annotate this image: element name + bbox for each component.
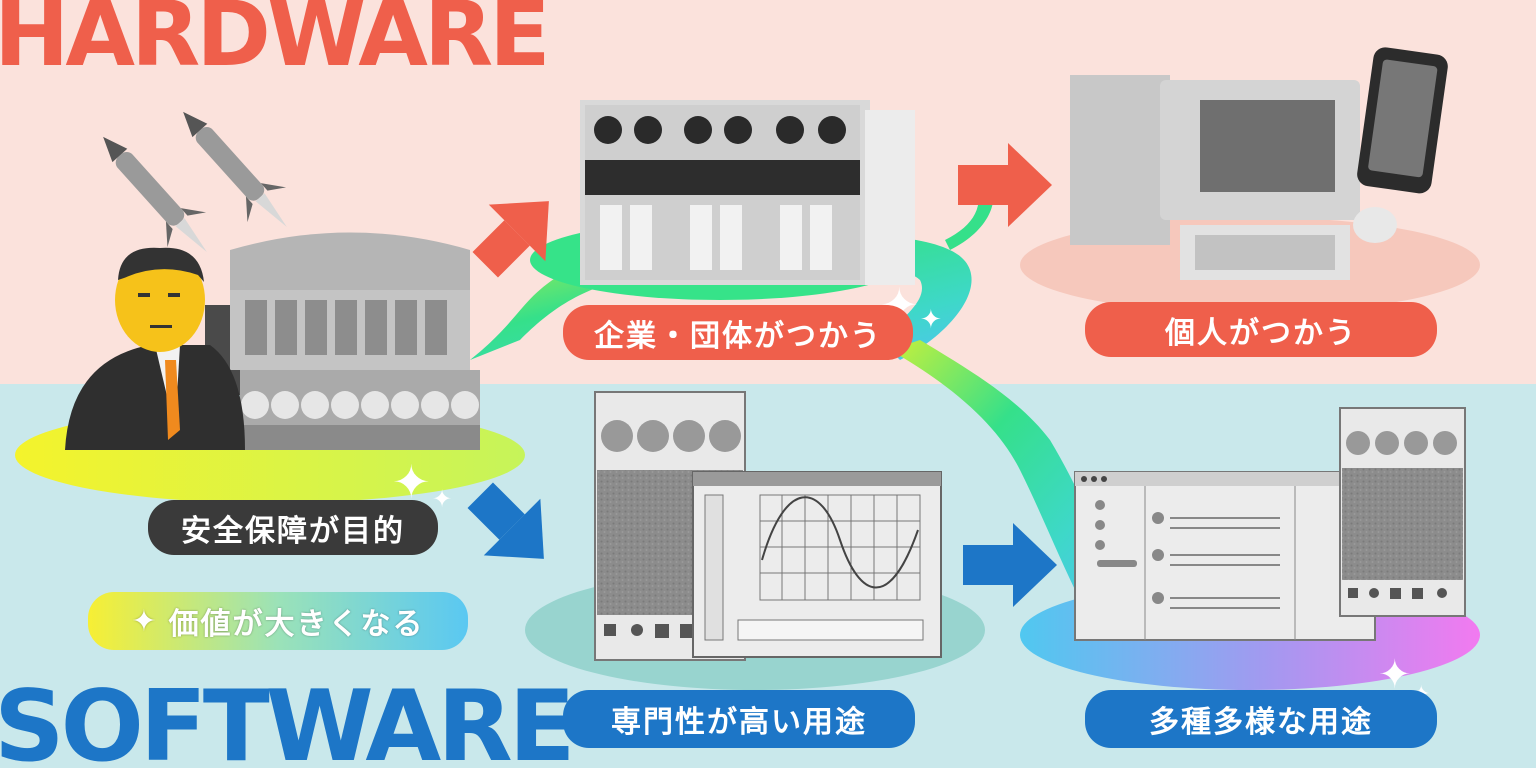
desktop-app-window	[1074, 471, 1376, 641]
enterprise-use-label: 企業・団体がつかう	[563, 305, 913, 360]
arrow-down-right-icon	[467, 482, 544, 559]
flow-ribbon-lower	[890, 340, 1120, 600]
early-computer-icon	[205, 232, 480, 450]
smartphone-icon	[1357, 47, 1448, 194]
software-title: SOFTWARE	[0, 670, 576, 784]
value-increase-text: 価値が大きくなる	[168, 607, 425, 642]
sparkle-icon: ✦	[131, 603, 159, 639]
security-purpose-label: 安全保障が目的	[148, 500, 438, 555]
sparkle-icon: ✦	[432, 485, 453, 513]
diverse-use-label: 多種多様な用途	[1085, 690, 1437, 748]
sparkle-icon: ✦	[920, 305, 942, 335]
mobile-app-window	[1339, 407, 1466, 617]
arrow-right-icon	[958, 143, 1052, 227]
illustration	[15, 47, 1480, 690]
arrow-up-right-icon	[472, 201, 549, 278]
personal-computer-icon	[1070, 75, 1397, 280]
missile-icon	[103, 136, 207, 253]
chart-app-window	[692, 471, 942, 658]
hardware-title: HARDWARE	[0, 0, 551, 87]
server-rack-icon	[580, 100, 915, 285]
official-person-icon	[65, 247, 245, 450]
personal-use-label: 個人がつかう	[1085, 302, 1437, 357]
value-increase-label: ✦ 価値が大きくなる	[88, 592, 468, 650]
arrow-right-icon	[963, 523, 1057, 607]
specialized-use-label: 専門性が高い用途	[563, 690, 915, 748]
missile-icon	[183, 111, 287, 228]
